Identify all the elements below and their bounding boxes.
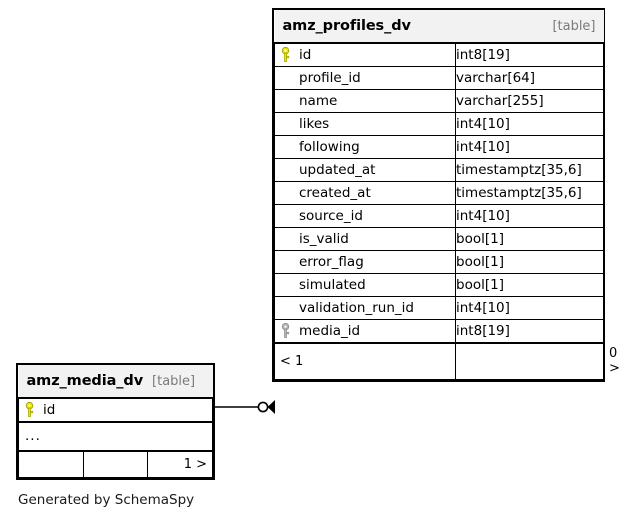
- column-name-cell: id: [18, 397, 213, 423]
- column-name-cell: id: [274, 42, 456, 67]
- relationship-connector[interactable]: [213, 392, 275, 422]
- column-name-cell: source_id: [274, 204, 456, 228]
- parent-relation-count: < 1: [274, 342, 456, 380]
- footer-left-cell: [18, 450, 84, 478]
- table-row[interactable]: created_at timestamptz[35,6]: [274, 181, 605, 205]
- entity-footer: < 1 0 >: [274, 342, 620, 380]
- entity-table: amz_media_dv [table]: [18, 365, 213, 478]
- entity-title: amz_profiles_dv: [282, 17, 411, 34]
- column-name: id: [299, 47, 312, 63]
- column-type: int4[10]: [454, 296, 605, 320]
- entity-type-tag: [table]: [152, 373, 196, 389]
- entity-header: amz_media_dv [table]: [18, 365, 213, 399]
- column-name-cell: likes: [274, 112, 456, 136]
- footer-middle-cell: [454, 342, 605, 380]
- column-type: bool[1]: [454, 227, 605, 251]
- entity-title: amz_media_dv: [26, 372, 144, 389]
- generated-by-caption: Generated by SchemaSpy: [18, 492, 195, 508]
- table-row[interactable]: name varchar[255]: [274, 89, 605, 113]
- entity-header-cell: amz_media_dv [table]: [18, 365, 213, 399]
- column-name-cell: name: [274, 89, 456, 113]
- table-row[interactable]: id int8[19]: [274, 42, 605, 67]
- column-type: bool[1]: [454, 273, 605, 297]
- column-name: updated_at: [299, 162, 376, 178]
- column-name-cell: following: [274, 135, 456, 159]
- column-type: bool[1]: [454, 250, 605, 274]
- column-name-cell: simulated: [274, 273, 456, 297]
- column-name: likes: [299, 116, 330, 132]
- column-name: created_at: [299, 185, 371, 201]
- column-name: error_flag: [299, 254, 364, 270]
- column-type: varchar[64]: [454, 66, 605, 90]
- column-type: timestamptz[35,6]: [454, 158, 605, 182]
- child-relation-count: 1 >: [147, 450, 213, 478]
- column-name: is_valid: [299, 231, 349, 247]
- more-columns-row[interactable]: ...: [18, 421, 213, 452]
- table-row[interactable]: error_flag bool[1]: [274, 250, 605, 274]
- table-row[interactable]: likes int4[10]: [274, 112, 605, 136]
- entity-header-cell: amz_profiles_dv [table]: [274, 10, 604, 44]
- zero-cardinality-icon: [257, 401, 269, 413]
- column-type: int4[10]: [454, 112, 605, 136]
- column-type: int8[19]: [454, 319, 605, 344]
- column-name: following: [299, 139, 360, 155]
- column-name-cell: validation_run_id: [274, 296, 456, 320]
- column-name: profile_id: [299, 70, 361, 86]
- column-type: int8[19]: [454, 42, 605, 67]
- column-name: name: [299, 93, 338, 109]
- entity-footer: 1 >: [18, 450, 213, 478]
- table-row[interactable]: is_valid bool[1]: [274, 227, 605, 251]
- column-name-cell: is_valid: [274, 227, 456, 251]
- column-name-cell: updated_at: [274, 158, 456, 182]
- table-row[interactable]: validation_run_id int4[10]: [274, 296, 605, 320]
- column-type: timestamptz[35,6]: [454, 181, 605, 205]
- table-row[interactable]: profile_id varchar[64]: [274, 66, 605, 90]
- table-row[interactable]: source_id int4[10]: [274, 204, 605, 228]
- column-name-cell: error_flag: [274, 250, 456, 274]
- entity-table: amz_profiles_dv [table]: [274, 10, 620, 380]
- column-type: int4[10]: [454, 204, 605, 228]
- column-name-cell: created_at: [274, 181, 456, 205]
- column-type: varchar[255]: [454, 89, 605, 113]
- table-row[interactable]: media_id int8[19]: [274, 319, 605, 344]
- column-name-cell: media_id: [274, 319, 456, 344]
- entity-amz-profiles-dv[interactable]: amz_profiles_dv [table]: [272, 8, 620, 382]
- entity-header: amz_profiles_dv [table]: [274, 10, 604, 44]
- column-name-cell: profile_id: [274, 66, 456, 90]
- column-name: media_id: [299, 323, 361, 339]
- column-type: int4[10]: [454, 135, 605, 159]
- table-row[interactable]: following int4[10]: [274, 135, 605, 159]
- table-row[interactable]: id: [18, 397, 213, 423]
- column-name: validation_run_id: [299, 300, 414, 316]
- entity-type-tag: [table]: [552, 18, 596, 34]
- table-row[interactable]: updated_at timestamptz[35,6]: [274, 158, 605, 182]
- crows-foot-icon: [267, 400, 275, 414]
- entity-amz-media-dv[interactable]: amz_media_dv [table]: [16, 363, 215, 480]
- column-name: id: [43, 402, 56, 418]
- ellipsis-label: ...: [18, 421, 213, 452]
- primary-key-icon: [275, 47, 295, 63]
- foreign-key-icon: [275, 323, 295, 339]
- column-name: source_id: [299, 208, 363, 224]
- primary-key-icon: [19, 402, 39, 418]
- footer-middle-cell: [82, 450, 149, 478]
- table-row[interactable]: simulated bool[1]: [274, 273, 605, 297]
- column-name: simulated: [299, 277, 366, 293]
